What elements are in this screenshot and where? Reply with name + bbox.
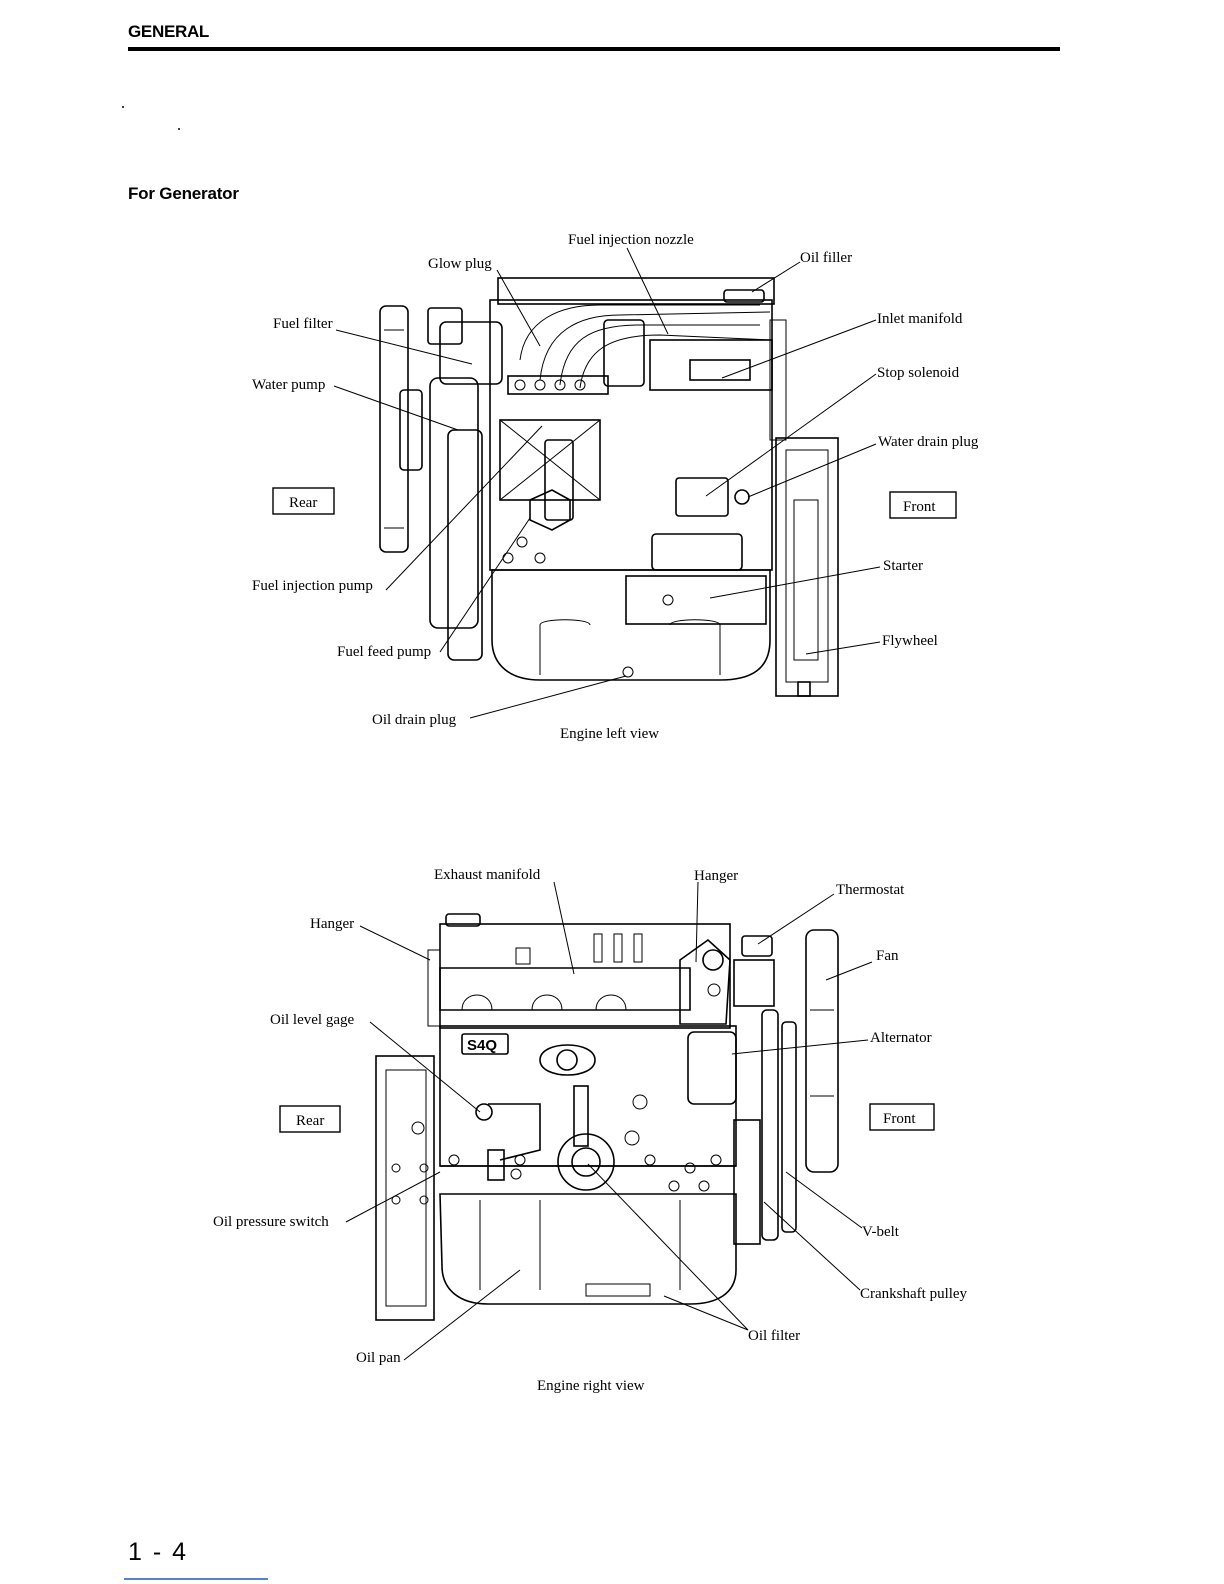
label-fuel-injection-pump: Fuel injection pump [252,578,373,594]
page-header-section: GENERAL [128,22,210,41]
label-fuel-filter: Fuel filter [273,316,333,332]
label-flywheel: Flywheel [882,633,938,649]
label-stop-solenoid: Stop solenoid [877,365,960,381]
left-front-label: Front [903,499,936,515]
engine-nameplate: S4Q [467,1037,497,1054]
label-fan: Fan [876,948,899,964]
left-view-leader-lines [333,247,881,719]
label-water-drain-plug: Water drain plug [878,434,979,450]
left-rear-box: Rear [272,487,335,515]
left-rear-label: Rear [289,495,317,511]
section-subtitle: For Generator [128,184,239,203]
left-front-box: Front [889,491,957,519]
label-oil-filter: Oil filter [748,1328,800,1344]
engine-right-view-drawing: S4Q [375,913,839,1321]
label-alternator: Alternator [870,1030,932,1046]
right-rear-label: Rear [296,1113,324,1129]
label-glow-plug: Glow plug [428,256,492,272]
scan-speck [178,128,180,130]
label-water-pump: Water pump [252,377,325,393]
scan-speck [122,106,124,108]
right-view-leader-lines [345,881,873,1361]
right-rear-box: Rear [279,1105,341,1133]
caption-engine-left-view: Engine left view [560,726,659,742]
label-crankshaft-pulley: Crankshaft pulley [860,1286,968,1302]
right-front-label: Front [883,1111,916,1127]
engine-left-view-drawing [379,277,839,697]
label-oil-filler: Oil filler [800,250,852,266]
header-rule [128,47,1060,51]
page-number: 1 - 4 [128,1538,189,1566]
label-starter: Starter [883,558,923,574]
label-oil-pressure-switch: Oil pressure switch [213,1214,329,1230]
caption-engine-right-view: Engine right view [537,1378,645,1394]
label-oil-drain-plug: Oil drain plug [372,712,457,728]
right-front-box: Front [869,1103,935,1131]
footer-rule [124,1578,268,1580]
label-hanger-left: Hanger [310,916,354,932]
label-thermostat: Thermostat [836,882,905,898]
left-view-labels: Fuel injection nozzle Glow plug Oil fill… [252,232,979,742]
right-view-labels: Exhaust manifold Hanger Thermostat Hange… [213,867,968,1394]
label-fuel-injection-nozzle: Fuel injection nozzle [568,232,694,248]
label-v-belt: V-belt [862,1224,900,1240]
label-hanger-top: Hanger [694,868,738,884]
label-oil-level-gage: Oil level gage [270,1012,354,1028]
label-inlet-manifold: Inlet manifold [877,311,963,327]
label-fuel-feed-pump: Fuel feed pump [337,644,431,660]
label-oil-pan: Oil pan [356,1350,401,1366]
label-exhaust-manifold: Exhaust manifold [434,867,541,883]
